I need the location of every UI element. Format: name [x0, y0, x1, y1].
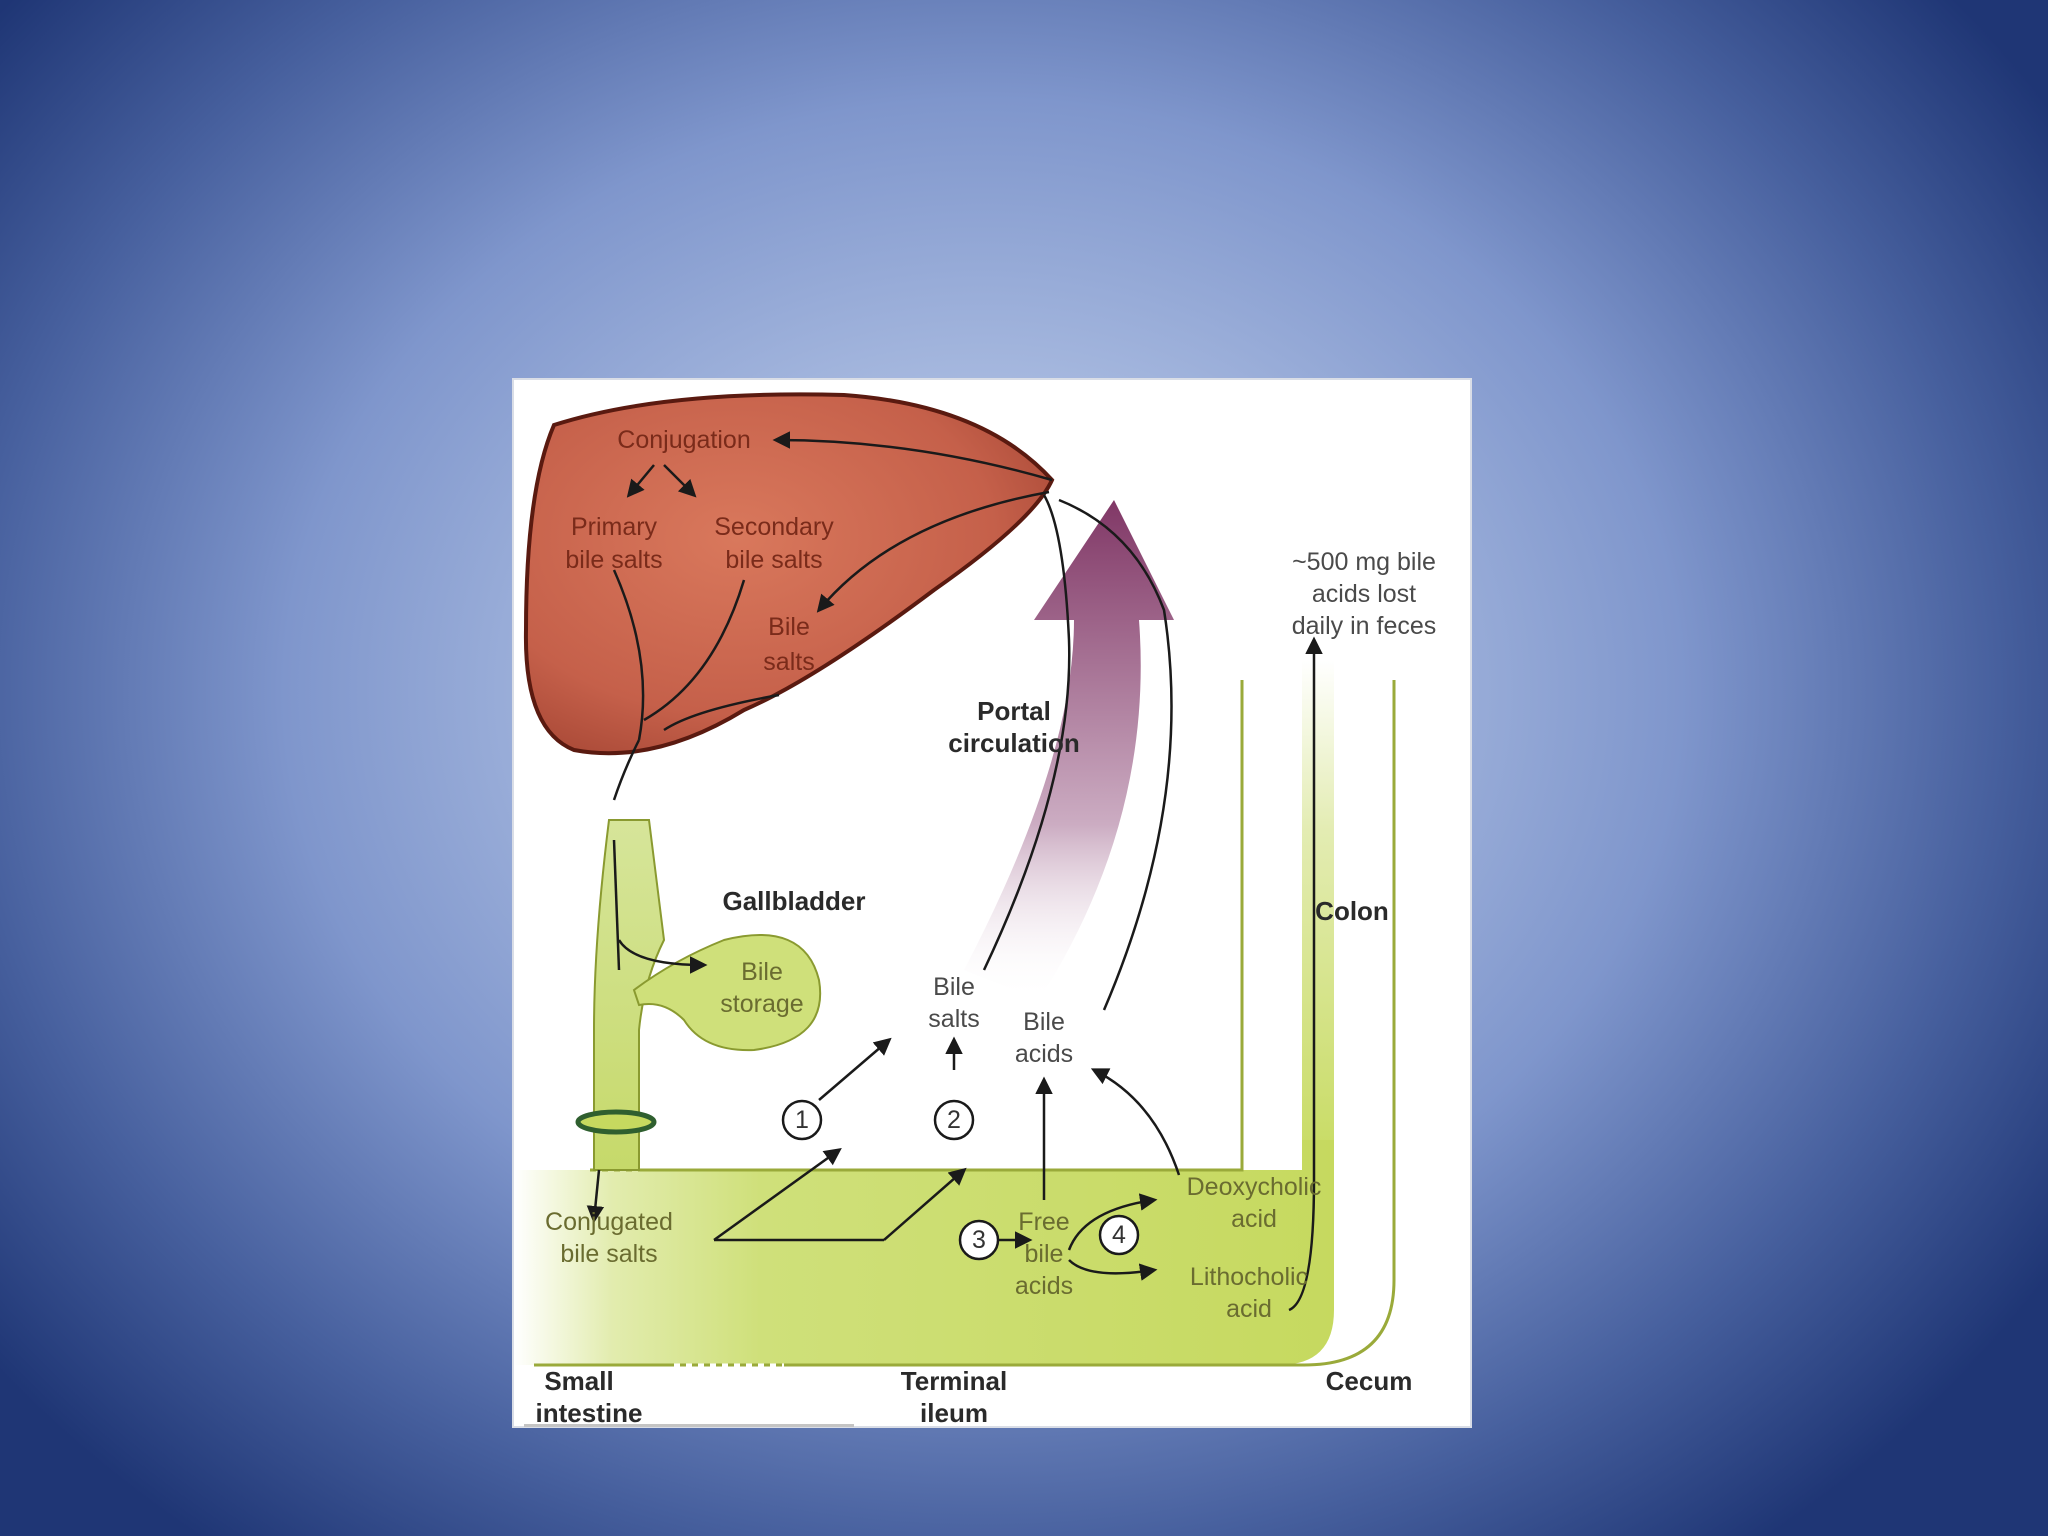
secondary-bile-salts-label-1: Secondary — [714, 513, 834, 541]
colon-wall — [644, 680, 1244, 1172]
liver-shape — [523, 392, 1055, 756]
conjugated-bile-salts-2: bile salts — [560, 1240, 657, 1268]
bile-storage-label-2: storage — [720, 990, 803, 1018]
bile-duct — [593, 819, 666, 1171]
intestine-tube — [514, 1140, 1334, 1365]
bile-storage-label-1: Bile — [741, 958, 783, 986]
free-bile-acids-1: Free — [1018, 1208, 1069, 1236]
portal-label-1: Portal — [977, 696, 1051, 726]
colon-tube — [1302, 660, 1334, 1150]
colon-label: Colon — [1315, 896, 1389, 926]
small-intestine-label-2: intestine — [536, 1398, 643, 1428]
feces-note-line-3: daily in feces — [1292, 612, 1437, 640]
portal-label-2: circulation — [948, 728, 1079, 758]
terminal-ileum-label-2: ileum — [920, 1398, 988, 1428]
feces-note-line-2: acids lost — [1312, 580, 1416, 608]
terminal-ileum-label-1: Terminal — [901, 1366, 1007, 1396]
gallbladder-label: Gallbladder — [722, 886, 865, 916]
absorbed-bile-acids-2: acids — [1015, 1040, 1073, 1068]
lithocholic-acid-1: Lithocholic — [1190, 1263, 1308, 1291]
bile-circulation-diagram: 1 2 3 4 Conjugation Primary bile salts S… — [514, 392, 1437, 1428]
step-3-marker: 3 — [958, 1219, 1000, 1261]
portal-circulation-arrow — [964, 500, 1174, 1000]
return-lines — [586, 494, 1173, 1224]
primary-bile-salts-label-2: bile salts — [565, 546, 662, 574]
conjugation-label: Conjugation — [617, 426, 750, 454]
conjugated-bile-salts-1: Conjugated — [545, 1208, 673, 1236]
step-1-marker: 1 — [781, 1099, 823, 1141]
deoxycholic-acid-1: Deoxycholic — [1187, 1173, 1322, 1201]
absorbed-bile-salts-1: Bile — [933, 973, 975, 1001]
absorbed-bile-salts-2: salts — [928, 1005, 979, 1033]
svg-text:4: 4 — [1112, 1221, 1126, 1249]
lithocholic-acid-2: acid — [1226, 1295, 1272, 1323]
primary-bile-salts-label-1: Primary — [571, 513, 658, 541]
liver-arrows — [612, 431, 1053, 801]
svg-text:2: 2 — [947, 1106, 961, 1134]
feces-note-line-1: ~500 mg bile — [1292, 548, 1436, 576]
step-4-marker: 4 — [1098, 1214, 1140, 1256]
cecum-label: Cecum — [1326, 1366, 1413, 1396]
sphincter — [575, 1109, 657, 1135]
bile-circulation-figure: 1 2 3 4 Conjugation Primary bile salts S… — [512, 378, 1472, 1428]
free-bile-acids-3: acids — [1015, 1272, 1073, 1300]
small-intestine-label-1: Small — [544, 1366, 613, 1396]
secondary-bile-salts-label-2: bile salts — [725, 546, 822, 574]
copyright-smudge — [524, 1424, 854, 1427]
intestine-arrows — [713, 636, 1323, 1312]
svg-text:3: 3 — [972, 1226, 986, 1254]
deoxycholic-acid-2: acid — [1231, 1205, 1277, 1233]
liver-bile-salts-label-2: salts — [763, 648, 814, 676]
absorbed-bile-acids-1: Bile — [1023, 1008, 1065, 1036]
free-bile-acids-2: bile — [1025, 1240, 1064, 1268]
svg-text:1: 1 — [795, 1106, 809, 1134]
liver-bile-salts-label-1: Bile — [768, 613, 810, 641]
step-2-marker: 2 — [933, 1099, 975, 1141]
